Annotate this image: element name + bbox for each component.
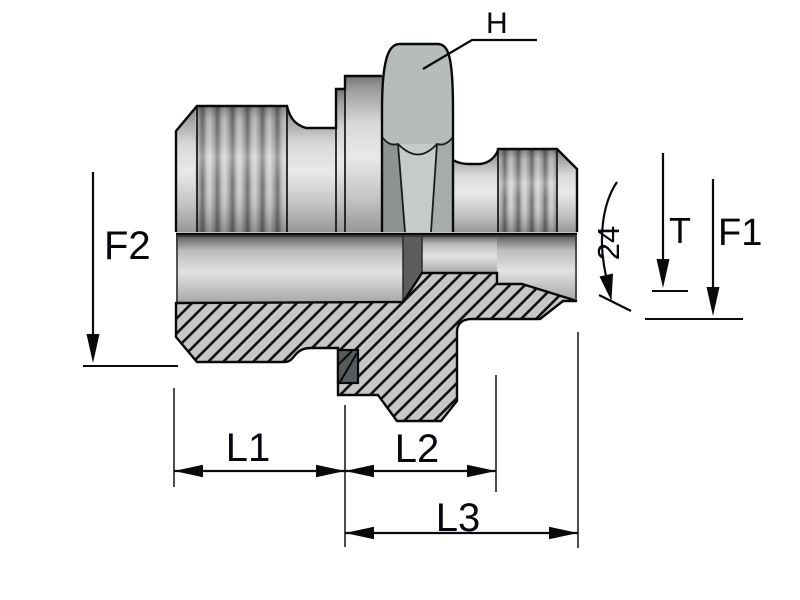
- hex-waist-line: [381, 136, 454, 156]
- label-24: 24: [591, 226, 626, 260]
- l3-arrowhead-right: [549, 526, 578, 540]
- hex-nut: [381, 44, 454, 233]
- hex-silhouette: [380, 42, 455, 232]
- surface-edges: [196, 90, 558, 232]
- h-leader-line: [422, 38, 537, 70]
- f1-arrowhead: [706, 287, 720, 316]
- right-groove: [453, 150, 498, 232]
- washer-disc: [336, 89, 345, 232]
- label-F2: F2: [104, 224, 151, 268]
- right-thread-chamfer: [557, 150, 577, 232]
- seal-ring: [336, 348, 360, 385]
- bore-shoulder: [403, 236, 422, 302]
- right-thread-shading: [498, 150, 557, 232]
- left-thread-chamfer: [176, 106, 197, 232]
- label-T: T: [669, 210, 691, 251]
- dim-24: 24: [591, 181, 632, 312]
- angle-arrowhead: [599, 273, 613, 301]
- dim-T: T: [652, 153, 691, 292]
- dim-F1: F1: [645, 179, 762, 320]
- right-silhouette: [452, 147, 579, 232]
- label-F1: F1: [718, 212, 762, 254]
- l2-arrowhead-left: [345, 464, 374, 478]
- leader-H: H: [422, 7, 537, 70]
- section-view: [174, 232, 578, 423]
- external-view: [174, 42, 579, 233]
- dim-L3: L3: [345, 496, 578, 540]
- l2-arrowhead-right: [467, 464, 496, 478]
- collar-disc: [345, 76, 383, 232]
- dim-L2: L2: [345, 427, 496, 478]
- seal-hatch-lines: [337, 350, 358, 383]
- left-thread-shading: [195, 106, 287, 232]
- dim-F2: F2: [83, 172, 178, 367]
- dim-L1: L1: [174, 426, 345, 478]
- f2-arrowhead: [86, 334, 100, 363]
- l1-arrowhead-left: [174, 464, 203, 478]
- right-bore: [422, 236, 497, 273]
- left-silhouette: [174, 74, 382, 232]
- l3-arrowhead-left: [345, 526, 374, 540]
- angle-arc: [600, 181, 618, 277]
- label-L2: L2: [395, 427, 440, 471]
- cone-extension-tick: [598, 294, 632, 312]
- label-H: H: [486, 7, 508, 40]
- t-arrowhead: [656, 259, 670, 288]
- left-neck: [287, 106, 336, 232]
- l1-arrowhead-right: [316, 464, 345, 478]
- label-L3: L3: [436, 496, 481, 540]
- left-bore: [176, 236, 403, 302]
- hex-face-edges: [397, 143, 438, 233]
- label-L1: L1: [226, 426, 271, 470]
- external-outlines: [174, 42, 579, 232]
- hex-center-face: [398, 144, 437, 232]
- dimensions: H F2 24 T F1: [83, 7, 762, 548]
